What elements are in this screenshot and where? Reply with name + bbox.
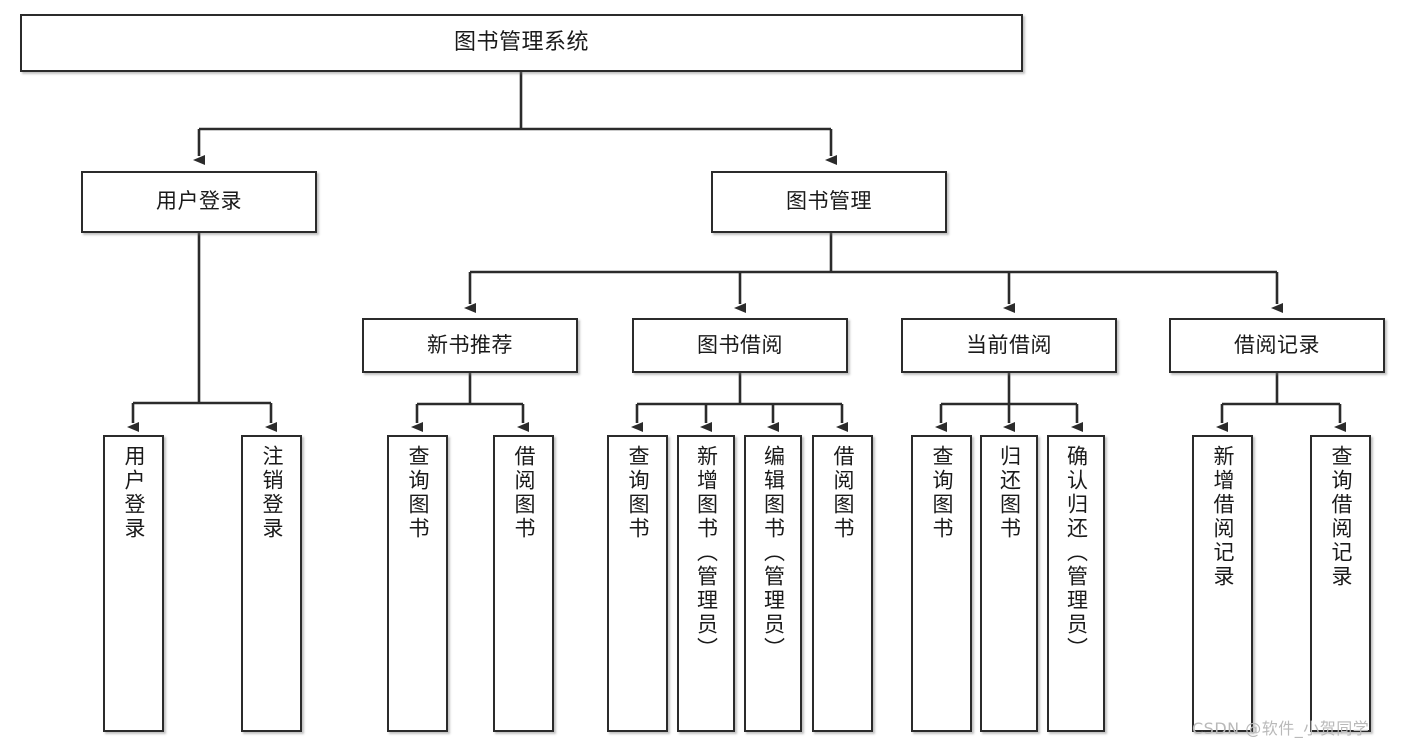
node-leaf-rec-borrow[interactable]: 借阅图书 <box>493 435 554 732</box>
node-leaf-rec-query[interactable]: 查询图书 <box>387 435 448 732</box>
node-borrow-record-label: 借阅记录 <box>1234 332 1320 357</box>
node-leaf-return-book-label: 归还图书 <box>997 445 1022 541</box>
node-book-borrow[interactable]: 图书借阅 <box>632 318 848 373</box>
node-leaf-borrow-book-label: 借阅图书 <box>831 445 856 541</box>
node-root-label: 图书管理系统 <box>453 29 589 55</box>
node-book-manage-label: 图书管理 <box>786 189 872 214</box>
node-leaf-add-record-label: 新增借阅记录 <box>1211 445 1236 589</box>
node-book-manage[interactable]: 图书管理 <box>711 171 947 233</box>
node-leaf-user-login[interactable]: 用户登录 <box>103 435 164 732</box>
node-leaf-borrow-book[interactable]: 借阅图书 <box>812 435 873 732</box>
node-root[interactable]: 图书管理系统 <box>20 14 1023 72</box>
node-borrow-record[interactable]: 借阅记录 <box>1169 318 1385 373</box>
node-new-book-rec-label: 新书推荐 <box>427 332 513 357</box>
node-leaf-add-book-label: 新增图书（管理员） <box>694 445 719 661</box>
node-leaf-rec-query-label: 查询图书 <box>406 445 431 541</box>
node-leaf-cur-query[interactable]: 查询图书 <box>911 435 972 732</box>
node-leaf-user-logout-label: 注销登录 <box>260 445 285 541</box>
csdn-watermark: CSDN @软件_小贺同学 <box>1192 719 1370 738</box>
node-user-login[interactable]: 用户登录 <box>81 171 317 233</box>
node-leaf-rec-borrow-label: 借阅图书 <box>512 445 537 541</box>
node-leaf-edit-book-label: 编辑图书（管理员） <box>761 445 786 661</box>
node-user-login-label: 用户登录 <box>156 189 242 214</box>
node-current-borrow[interactable]: 当前借阅 <box>901 318 1117 373</box>
node-leaf-return-book[interactable]: 归还图书 <box>980 435 1038 732</box>
node-leaf-confirm-return[interactable]: 确认归还（管理员） <box>1047 435 1105 732</box>
node-book-borrow-label: 图书借阅 <box>697 332 783 357</box>
node-leaf-cur-query-label: 查询图书 <box>930 445 955 541</box>
node-leaf-user-login-label: 用户登录 <box>122 445 147 541</box>
node-leaf-borrow-query-label: 查询图书 <box>626 445 651 541</box>
node-new-book-rec[interactable]: 新书推荐 <box>362 318 578 373</box>
node-leaf-confirm-return-label: 确认归还（管理员） <box>1064 445 1089 661</box>
node-leaf-query-record[interactable]: 查询借阅记录 <box>1310 435 1371 732</box>
node-leaf-borrow-query[interactable]: 查询图书 <box>607 435 668 732</box>
node-current-borrow-label: 当前借阅 <box>966 332 1052 357</box>
node-leaf-edit-book[interactable]: 编辑图书（管理员） <box>744 435 802 732</box>
node-leaf-user-logout[interactable]: 注销登录 <box>241 435 302 732</box>
node-leaf-add-book[interactable]: 新增图书（管理员） <box>677 435 735 732</box>
node-leaf-query-record-label: 查询借阅记录 <box>1329 445 1354 589</box>
node-leaf-add-record[interactable]: 新增借阅记录 <box>1192 435 1253 732</box>
